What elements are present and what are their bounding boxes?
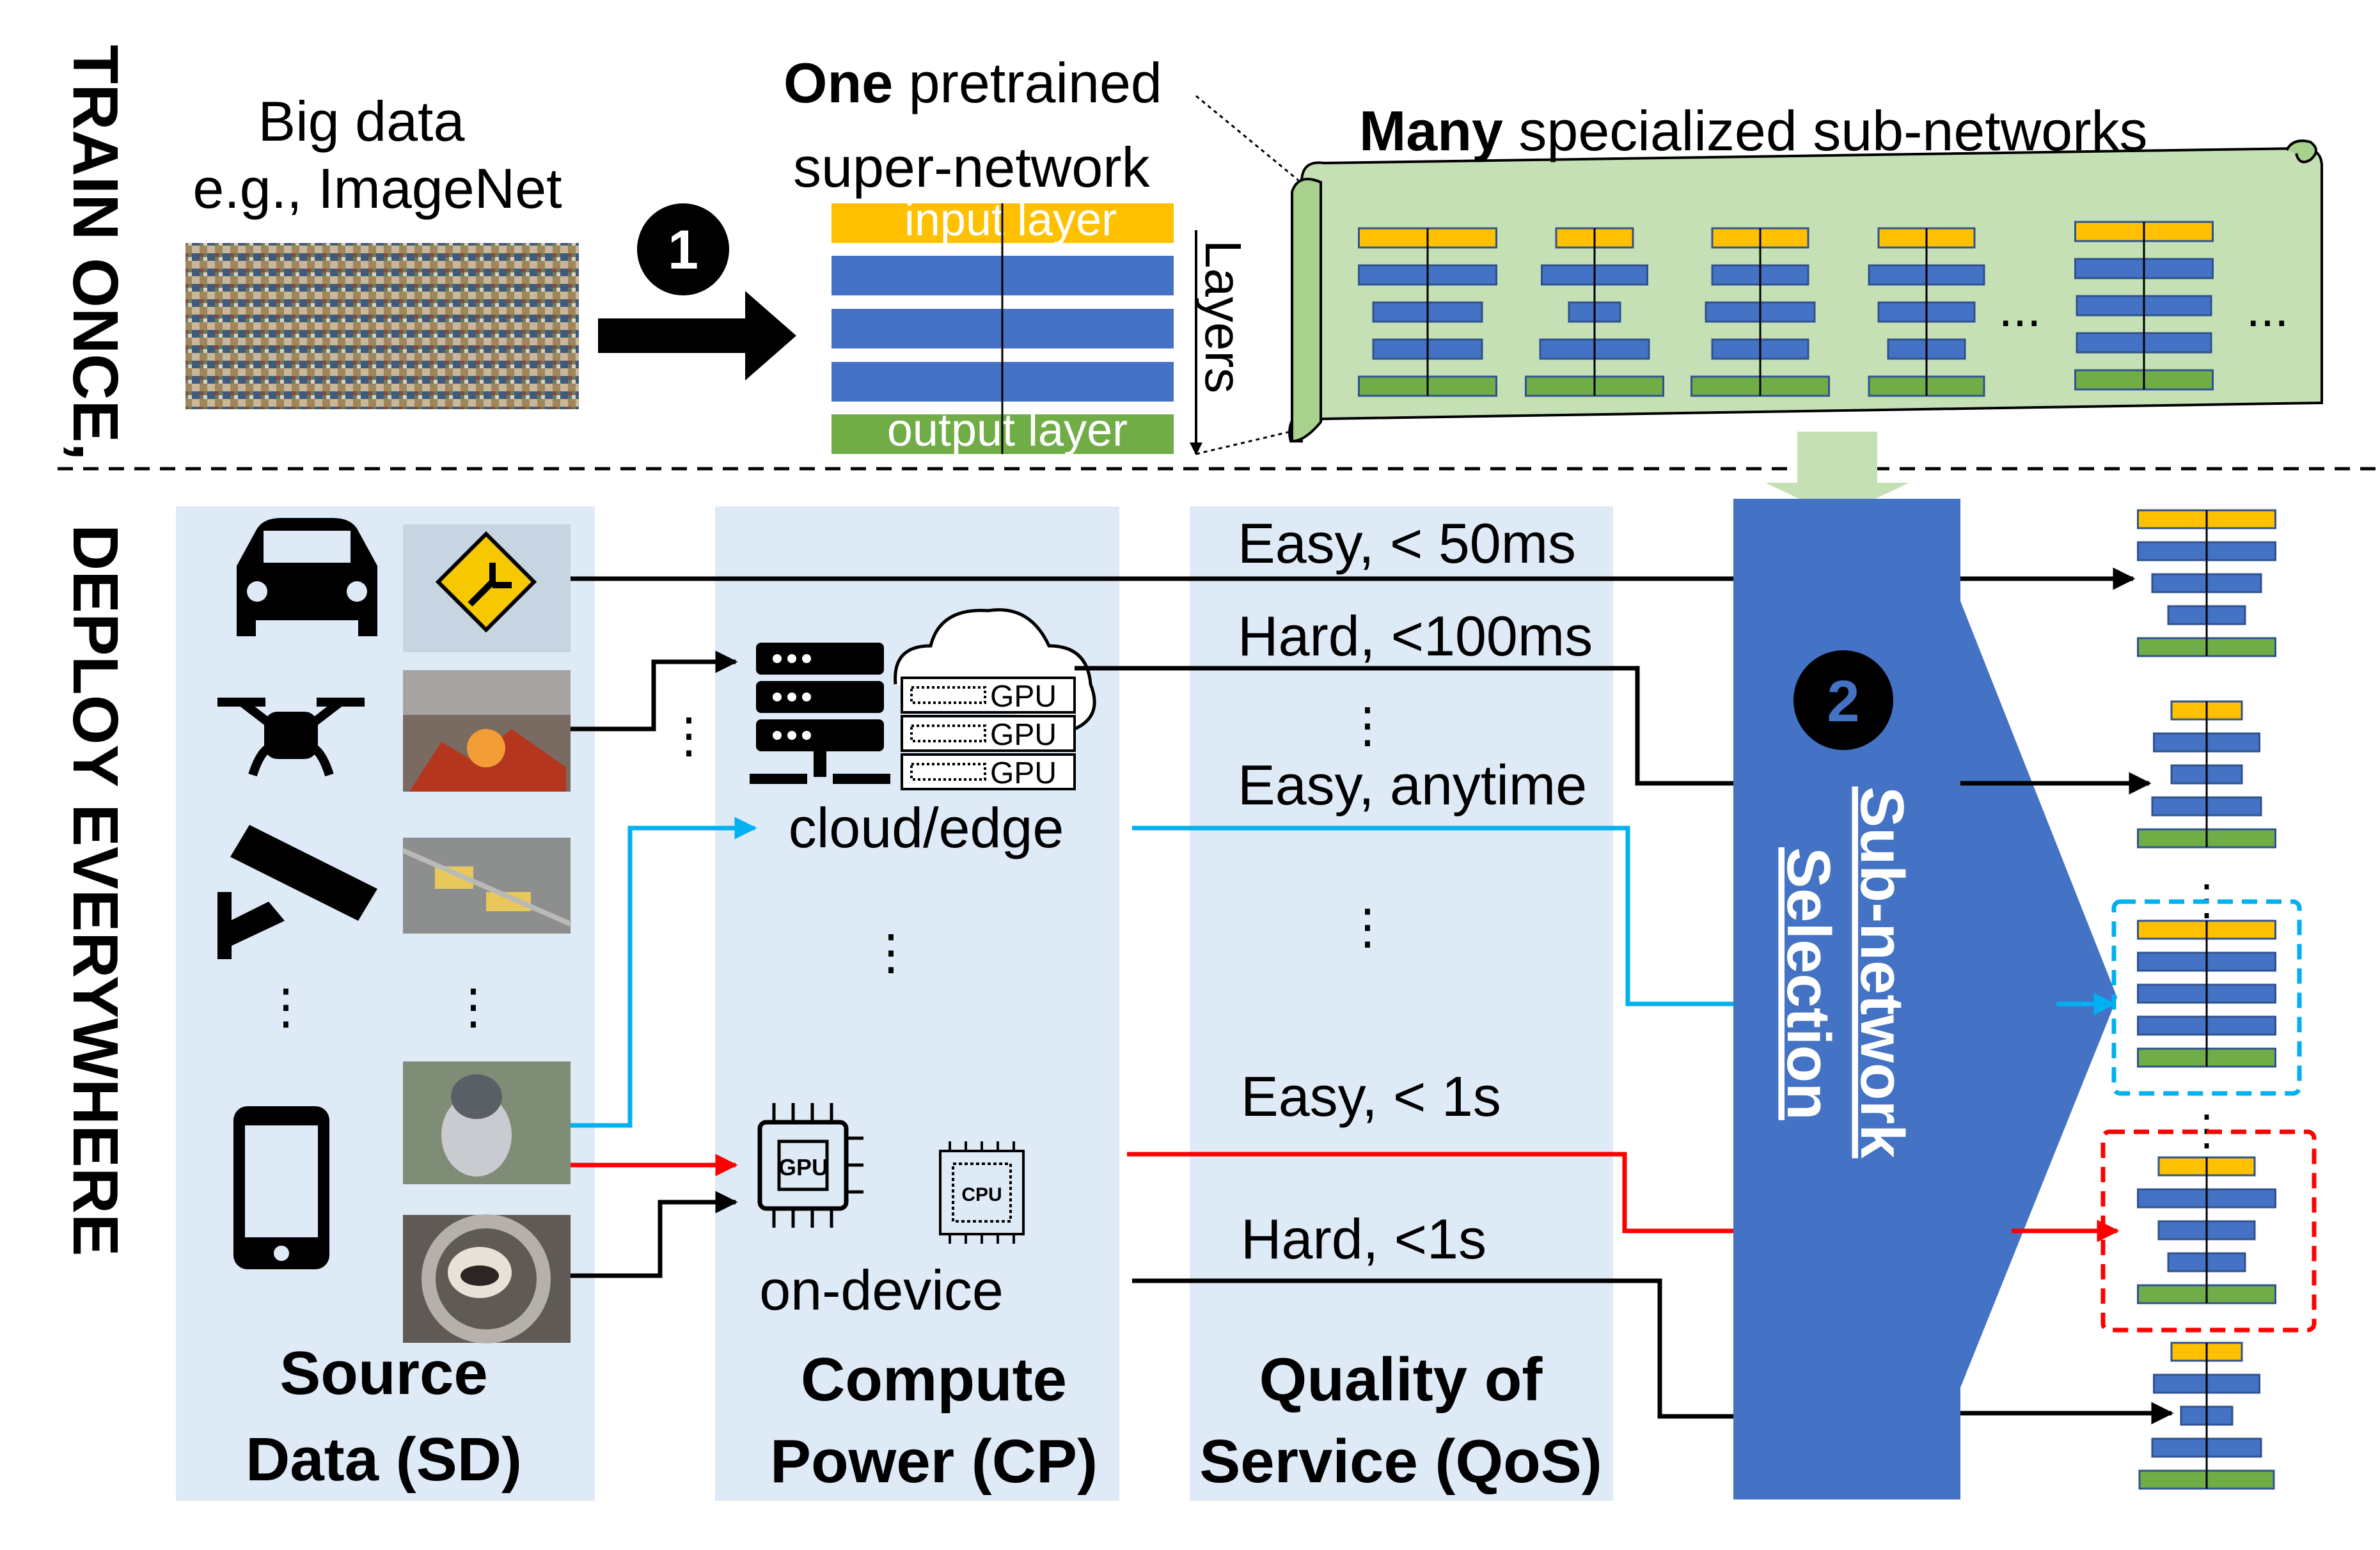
gpu-tag: GPU bbox=[990, 756, 1057, 790]
husky-photo bbox=[403, 1061, 571, 1184]
flow-arrow-blue bbox=[1132, 826, 1733, 1006]
vertical-ellipsis: ⋮ bbox=[262, 980, 310, 1034]
step1-badge: 1 bbox=[637, 203, 729, 295]
flow-arrow-black bbox=[571, 650, 738, 732]
drone-icon bbox=[217, 698, 365, 777]
qos-item: Easy, < 50ms bbox=[1238, 512, 1576, 575]
big-data-line1: Big data bbox=[258, 90, 465, 153]
qos-item: Easy, anytime bbox=[1238, 753, 1587, 817]
subnet-ellipsis: ... bbox=[1999, 280, 2042, 337]
ferret-photo bbox=[403, 1214, 571, 1343]
selection-title-line1: Sub-network bbox=[1848, 787, 1916, 1159]
cpu-chip-icon: CPU bbox=[939, 1141, 1025, 1244]
subnetwork-glyph bbox=[2137, 700, 2276, 849]
selected-subnet-blue-box bbox=[2111, 899, 2302, 1096]
subnetwork-glyph bbox=[1690, 227, 1830, 397]
subnetwork-glyph bbox=[1525, 227, 1664, 397]
intersection-photo bbox=[402, 838, 572, 934]
subnetwork-glyph bbox=[1868, 227, 1985, 397]
vertical-ellipsis: ⋮ bbox=[449, 980, 498, 1034]
subnetwork-glyph bbox=[2137, 509, 2276, 657]
flow-arrow-red bbox=[1127, 1152, 1733, 1233]
cpu-chip-label: CPU bbox=[961, 1184, 1002, 1205]
gpu-chip-icon: GPU bbox=[757, 1103, 863, 1228]
step2-number: 2 bbox=[1827, 669, 1859, 734]
step2-badge: 2 bbox=[1793, 650, 1893, 750]
gpu-tag: GPU bbox=[990, 718, 1057, 752]
source-data-title-line2: Data (SD) bbox=[246, 1425, 522, 1494]
supernet-title-line1: One pretrained bbox=[784, 51, 1162, 114]
flow-arrow-black bbox=[1132, 1278, 1733, 1419]
vertical-ellipsis: ⋮ bbox=[1343, 698, 1392, 753]
vertical-ellipsis: ⋮ bbox=[1343, 900, 1392, 954]
cloud-edge-label: cloud/edge bbox=[789, 796, 1064, 859]
gpu-server-stack: GPU GPU GPU bbox=[901, 677, 1076, 790]
supernet-title-rest: pretrained bbox=[893, 51, 1162, 114]
input-layer-label: input layer bbox=[904, 194, 1117, 246]
smartphone-icon bbox=[233, 1106, 329, 1269]
selected-subnet-red-box bbox=[2100, 1129, 2317, 1333]
qos-item: Hard, <100ms bbox=[1238, 604, 1593, 668]
subnet-ellipsis: ... bbox=[2246, 280, 2289, 337]
layers-label: Layers bbox=[1195, 240, 1252, 393]
flow-arrow-black bbox=[1075, 666, 1733, 786]
big-data-group: Big data e.g., ImageNet bbox=[185, 90, 579, 409]
subnet-scroll: Many specialized sub-networks ... ... bbox=[1288, 99, 2323, 443]
surveillance-camera-icon bbox=[217, 825, 377, 959]
wildfire-photo bbox=[403, 670, 571, 792]
qos-item: Easy, < 1s bbox=[1241, 1065, 1501, 1128]
selection-title-line2: Selection bbox=[1774, 847, 1843, 1120]
compute-power-title-line1: Compute bbox=[801, 1345, 1067, 1414]
supernet-group: One pretrained super-network input layer… bbox=[784, 51, 1299, 456]
subnetwork-glyph bbox=[2138, 1342, 2275, 1490]
imagenet-thumbnail bbox=[185, 243, 579, 409]
flow-arrow-blue bbox=[571, 817, 757, 1128]
qos-panel bbox=[1190, 506, 1613, 1501]
qos-title-line1: Quality of bbox=[1259, 1345, 1543, 1414]
subnets-title: Many specialized sub-networks bbox=[1359, 99, 2148, 162]
car-icon bbox=[237, 518, 377, 636]
gpu-tag: GPU bbox=[990, 680, 1057, 714]
step1-number: 1 bbox=[668, 219, 698, 281]
compute-power-title-line2: Power (CP) bbox=[770, 1427, 1098, 1496]
deploy-everywhere-label: DEPLOY EVERYWHERE bbox=[59, 524, 131, 1256]
gpu-chip-label: GPU bbox=[778, 1154, 828, 1180]
subnet-selection-arrow bbox=[1733, 432, 2117, 1499]
vertical-ellipsis: ⋮ bbox=[867, 925, 915, 980]
qos-item: Hard, <1s bbox=[1241, 1207, 1486, 1271]
big-data-line2: e.g., ImageNet bbox=[193, 157, 562, 220]
train-once-label: TRAIN ONCE, bbox=[59, 45, 131, 460]
supernet-title-bold: One bbox=[784, 51, 893, 114]
zoom-line-bottom bbox=[1195, 428, 1299, 455]
train-arrow-head bbox=[745, 291, 796, 380]
zoom-line-top bbox=[1195, 95, 1299, 182]
server-rack-icon bbox=[750, 643, 890, 784]
vertical-ellipsis: ⋮ bbox=[665, 708, 713, 763]
source-data-title-line1: Source bbox=[280, 1339, 487, 1407]
subnetwork-glyph bbox=[2137, 1156, 2276, 1304]
output-layer-label: output layer bbox=[887, 405, 1128, 456]
subnets-title-bold: Many bbox=[1359, 99, 1503, 162]
subnetwork-glyph bbox=[2074, 221, 2214, 391]
supernet-title-line2: super-network bbox=[793, 136, 1151, 199]
subnetwork-glyph bbox=[1358, 227, 1497, 397]
subnets-title-rest: specialized sub-networks bbox=[1503, 99, 2148, 162]
flow-arrow-black bbox=[571, 1191, 738, 1278]
subnetwork-glyph bbox=[2137, 920, 2276, 1068]
road-sign-photo bbox=[403, 524, 571, 652]
on-device-label: on-device bbox=[759, 1258, 1004, 1322]
qos-title-line2: Service (QoS) bbox=[1199, 1427, 1602, 1496]
